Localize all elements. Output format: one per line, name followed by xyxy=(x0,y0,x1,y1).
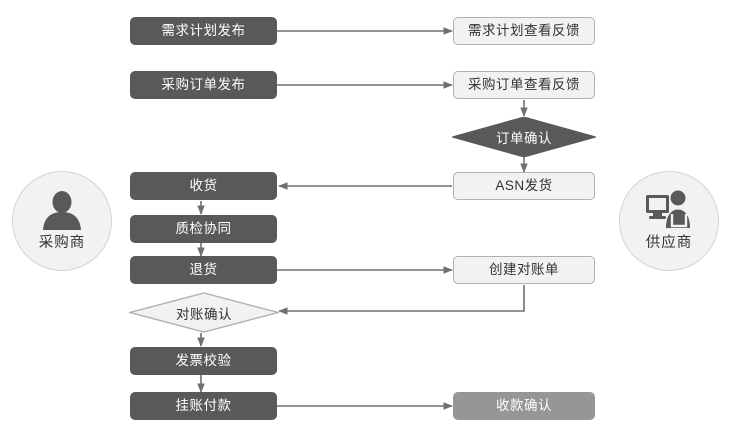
node-quality-inspection-collaboration[interactable]: 质检协同 xyxy=(130,215,277,243)
person-at-computer-icon xyxy=(645,190,693,230)
node-invoice-verification[interactable]: 发票校验 xyxy=(130,347,277,375)
node-receipt-confirm[interactable]: 收款确认 xyxy=(453,392,595,420)
node-goods-receipt[interactable]: 收货 xyxy=(130,172,277,200)
node-order-confirm[interactable]: 订单确认 xyxy=(452,117,596,157)
node-reconciliation-confirm-label: 对账确认 xyxy=(176,306,232,322)
node-purchase-order-view-feedback[interactable]: 采购订单查看反馈 xyxy=(453,71,595,99)
actor-supplier-label: 供应商 xyxy=(645,235,693,251)
node-payment-on-account[interactable]: 挂账付款 xyxy=(130,392,277,420)
diamond-shape xyxy=(129,292,279,333)
node-reconciliation-confirm[interactable]: 对账确认 xyxy=(129,292,279,333)
edge-n10-n11 xyxy=(278,285,525,315)
node-create-reconciliation-statement[interactable]: 创建对账单 xyxy=(453,256,595,284)
node-demand-plan-publish[interactable]: 需求计划发布 xyxy=(130,17,277,45)
actor-supplier[interactable]: 供应商 xyxy=(619,171,719,271)
node-purchase-order-publish[interactable]: 采购订单发布 xyxy=(130,71,277,99)
node-order-confirm-label: 订单确认 xyxy=(496,131,552,146)
person-icon xyxy=(41,190,83,230)
diamond-shape xyxy=(452,117,596,157)
actor-buyer[interactable]: 采购商 xyxy=(12,171,112,271)
actor-buyer-label: 采购商 xyxy=(38,235,86,251)
node-demand-plan-view-feedback[interactable]: 需求计划查看反馈 xyxy=(453,17,595,45)
node-asn-shipment[interactable]: ASN发货 xyxy=(453,172,595,200)
node-return-goods[interactable]: 退货 xyxy=(130,256,277,284)
